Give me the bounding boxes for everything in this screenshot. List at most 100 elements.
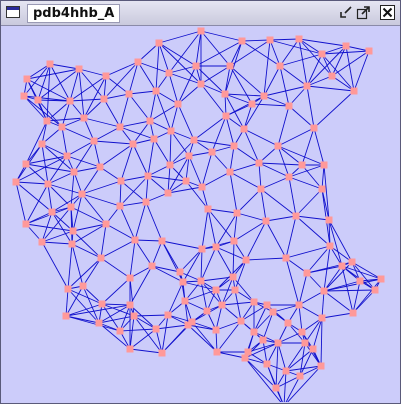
graph-node[interactable] xyxy=(78,190,86,198)
graph-node[interactable] xyxy=(350,87,358,95)
graph-node[interactable] xyxy=(233,209,241,217)
graph-node[interactable] xyxy=(221,90,229,98)
graph-node[interactable] xyxy=(75,65,83,73)
graph-node[interactable] xyxy=(371,286,379,294)
graph-node[interactable] xyxy=(318,185,326,193)
graph-node[interactable] xyxy=(176,268,184,276)
graph-node[interactable] xyxy=(184,321,192,329)
graph-node[interactable] xyxy=(298,161,306,169)
graph-node[interactable] xyxy=(164,311,172,319)
graph-node[interactable] xyxy=(274,339,282,347)
graph-node[interactable] xyxy=(44,180,52,188)
graph-node[interactable] xyxy=(266,36,274,44)
graph-node[interactable] xyxy=(263,360,271,368)
graph-node[interactable] xyxy=(62,312,70,320)
graph-node[interactable] xyxy=(248,100,256,108)
graph-node[interactable] xyxy=(96,163,104,171)
graph-node[interactable] xyxy=(97,254,105,262)
graph-node[interactable] xyxy=(326,242,334,250)
graph-node[interactable] xyxy=(260,92,268,100)
graph-node[interactable] xyxy=(301,339,309,347)
graph-node[interactable] xyxy=(226,62,234,70)
graph-node[interactable] xyxy=(282,367,290,375)
graph-node[interactable] xyxy=(320,287,328,295)
graph-node[interactable] xyxy=(212,286,220,294)
graph-node[interactable] xyxy=(325,216,333,224)
graph-node[interactable] xyxy=(262,217,270,225)
graph-node[interactable] xyxy=(117,177,125,185)
graph-node[interactable] xyxy=(284,319,292,327)
graph-node[interactable] xyxy=(152,87,160,95)
graph-node[interactable] xyxy=(272,384,280,392)
graph-node[interactable] xyxy=(63,152,71,160)
graph-node[interactable] xyxy=(303,82,311,90)
graph-node[interactable] xyxy=(285,102,293,110)
graph-node[interactable] xyxy=(320,161,328,169)
graph-node[interactable] xyxy=(203,307,211,315)
graph-node[interactable] xyxy=(43,117,51,125)
graph-node[interactable] xyxy=(20,92,28,100)
graph-node[interactable] xyxy=(250,298,258,306)
graph-node[interactable] xyxy=(70,168,78,176)
graph-node[interactable] xyxy=(269,308,277,316)
graph-node[interactable] xyxy=(116,327,124,335)
window-icon[interactable] xyxy=(6,6,20,18)
graph-node[interactable] xyxy=(79,282,87,290)
graph-node[interactable] xyxy=(90,137,98,145)
graph-node[interactable] xyxy=(182,177,190,185)
close-icon[interactable] xyxy=(380,5,395,20)
title-bar[interactable]: pdb4hhb_A xyxy=(1,1,400,26)
graph-node[interactable] xyxy=(126,274,134,282)
graph-node[interactable] xyxy=(188,318,196,326)
graph-node[interactable] xyxy=(342,42,350,50)
graph-node[interactable] xyxy=(226,168,234,176)
graph-node[interactable] xyxy=(212,326,220,334)
graph-node[interactable] xyxy=(318,50,326,58)
graph-node[interactable] xyxy=(303,269,311,277)
graph-node[interactable] xyxy=(310,124,318,132)
graph-node[interactable] xyxy=(259,336,267,344)
graph-node[interactable] xyxy=(237,317,245,325)
graph-canvas[interactable] xyxy=(2,26,399,402)
graph-node[interactable] xyxy=(318,314,326,322)
graph-node[interactable] xyxy=(192,62,200,70)
graph-node[interactable] xyxy=(230,142,238,150)
graph-node[interactable] xyxy=(80,114,88,122)
graph-node[interactable] xyxy=(116,202,124,210)
graph-node[interactable] xyxy=(242,256,250,264)
graph-node[interactable] xyxy=(158,349,166,357)
graph-node[interactable] xyxy=(348,258,356,266)
graph-node[interactable] xyxy=(48,208,56,216)
graph-node[interactable] xyxy=(338,262,346,270)
graph-node[interactable] xyxy=(222,112,230,120)
graph-node[interactable] xyxy=(100,95,108,103)
graph-node[interactable] xyxy=(98,300,106,308)
graph-node[interactable] xyxy=(295,301,303,309)
graph-node[interactable] xyxy=(263,301,271,309)
graph-node[interactable] xyxy=(167,127,175,135)
graph-node[interactable] xyxy=(213,348,221,356)
graph-node[interactable] xyxy=(190,136,198,144)
graph-node[interactable] xyxy=(198,245,206,253)
graph-node[interactable] xyxy=(241,354,249,362)
graph-node[interactable] xyxy=(377,275,385,283)
graph-node[interactable] xyxy=(126,301,134,309)
graph-node[interactable] xyxy=(125,90,133,98)
graph-node[interactable] xyxy=(148,262,156,270)
graph-node[interactable] xyxy=(204,205,212,213)
graph-node[interactable] xyxy=(257,185,265,193)
graph-node[interactable] xyxy=(218,301,226,309)
graph-node[interactable] xyxy=(46,60,54,68)
graph-node[interactable] xyxy=(174,100,182,108)
graph-node[interactable] xyxy=(317,362,325,370)
graph-node[interactable] xyxy=(198,183,206,191)
graph-node[interactable] xyxy=(22,220,30,228)
graph-node[interactable] xyxy=(309,345,317,353)
graph-node[interactable] xyxy=(250,328,258,336)
graph-node[interactable] xyxy=(129,140,137,148)
graph-node[interactable] xyxy=(146,117,154,125)
graph-node[interactable] xyxy=(298,328,306,336)
graph-node[interactable] xyxy=(197,277,205,285)
graph-node[interactable] xyxy=(38,140,46,148)
graph-node[interactable] xyxy=(116,123,124,131)
